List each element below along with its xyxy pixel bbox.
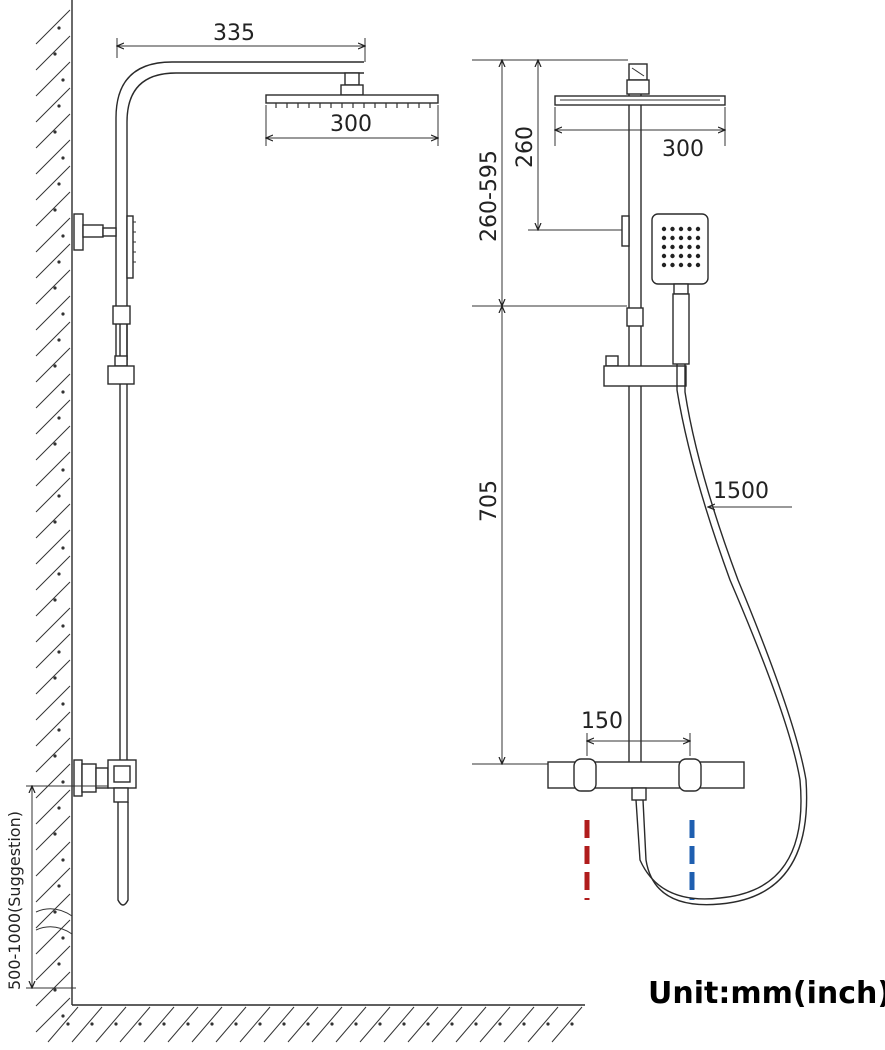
dim-head-to-holder: 260	[513, 60, 622, 230]
front-hand-shower	[651, 213, 709, 365]
side-shower-head	[265, 94, 439, 108]
front-mixer-valve	[547, 758, 745, 801]
front-slider-holder	[603, 355, 687, 387]
unit-label: Unit:mm(inch)	[648, 976, 885, 1011]
side-rail-pipe	[115, 61, 364, 360]
dim-hose-length: 1500	[708, 479, 792, 507]
front-view	[547, 63, 808, 906]
dim-arm-length: 335	[117, 21, 365, 62]
dim-label-260: 260	[513, 126, 538, 168]
side-mixer-valve	[73, 759, 137, 803]
dim-label-1500: 1500	[713, 479, 769, 504]
dim-inlet-spacing: 150	[581, 709, 690, 756]
floor	[47, 1004, 585, 1043]
side-hose	[117, 802, 129, 906]
front-hose	[635, 364, 802, 900]
side-wall-bracket	[73, 213, 117, 251]
dim-label-300-side: 300	[330, 112, 372, 137]
dim-label-500-1000: 500-1000(Suggestion)	[5, 811, 24, 990]
dim-head-width-front: 300	[555, 107, 725, 162]
wall	[35, 0, 73, 1033]
dim-label-300-front: 300	[662, 137, 704, 162]
dim-mount-height: 500-1000(Suggestion)	[5, 786, 108, 990]
dim-bar-length: 705	[472, 306, 548, 764]
dim-label-705: 705	[477, 480, 502, 522]
dim-head-width-side: 300	[266, 105, 438, 146]
side-view	[73, 61, 439, 906]
dim-label-335: 335	[213, 21, 255, 46]
dim-label-150: 150	[581, 709, 623, 734]
front-shower-head	[554, 95, 726, 106]
dim-adjustable-range: 260-595	[472, 60, 627, 306]
dim-label-260-595: 260-595	[477, 150, 502, 242]
side-hand-shower	[126, 215, 136, 279]
